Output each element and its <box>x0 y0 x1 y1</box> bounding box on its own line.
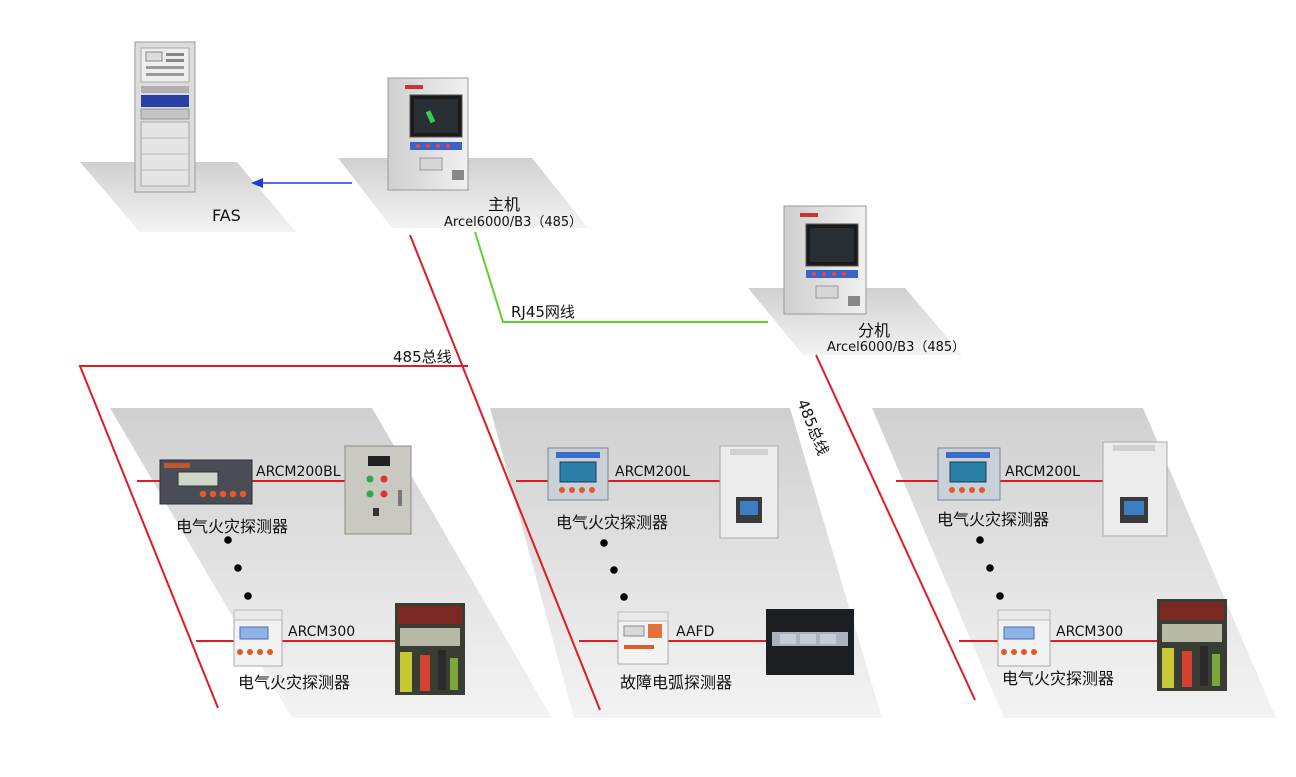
slave-title: 分机 <box>858 321 891 340</box>
slave-cabinet-image <box>783 205 867 315</box>
panel-box-image <box>344 445 412 535</box>
fas-arrow <box>251 178 352 188</box>
g3-bot-name: 电气火灾探测器 <box>1002 669 1115 688</box>
arcm300-device-image <box>233 609 283 667</box>
g3-bot-model: ARCM300 <box>1056 624 1124 640</box>
slave-model: Arcel6000/B3（485） <box>827 340 966 355</box>
g1-top-model: ARCM200BL <box>256 464 341 480</box>
meter-box-image-2 <box>1102 441 1168 537</box>
fas-label: FAS <box>212 206 241 225</box>
host-model: Arcel6000/B3（485） <box>444 215 583 230</box>
rj45-label: RJ45网线 <box>511 303 575 321</box>
arcm200bl-device-image <box>159 459 253 505</box>
g2-bot-name: 故障电弧探测器 <box>620 673 733 692</box>
g1-bot-name: 电气火灾探测器 <box>238 673 351 692</box>
aafd-device-image <box>617 611 669 665</box>
meter-box-image <box>719 445 779 539</box>
arcm300-device-image-2 <box>997 609 1051 667</box>
g3-top-model: ARCM200L <box>1005 464 1080 480</box>
fas-platform <box>80 162 296 232</box>
host-title: 主机 <box>488 195 521 214</box>
g1-top-name: 电气火灾探测器 <box>176 517 289 536</box>
fas-cabinet-image <box>134 41 196 193</box>
g3-top-name: 电气火灾探测器 <box>937 510 1050 529</box>
g2-top-model: ARCM200L <box>615 464 690 480</box>
wiring-photo-image <box>395 603 465 695</box>
bus-label-1: 485总线 <box>393 348 452 366</box>
continuation-dots <box>224 536 1004 601</box>
rj45-line <box>474 231 768 323</box>
g2-top-name: 电气火灾探测器 <box>556 513 669 532</box>
arcm200l-device-image-2 <box>937 447 1001 501</box>
bus-lines <box>78 234 1157 711</box>
g1-bot-model: ARCM300 <box>288 624 356 640</box>
arc-photo-image <box>766 609 854 675</box>
arcm200l-device-image <box>547 447 609 501</box>
g2-bot-model: AAFD <box>676 624 715 640</box>
wiring-photo-image-2 <box>1157 599 1227 691</box>
host-cabinet-image <box>387 77 469 191</box>
